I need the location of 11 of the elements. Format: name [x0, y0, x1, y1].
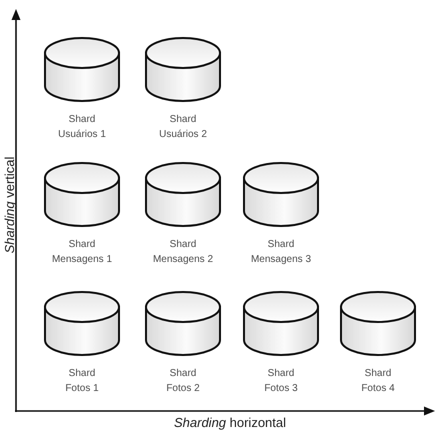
horizontal-axis-label: Sharding horizontal — [174, 415, 286, 431]
shard-label: Shard Fotos 2 — [165, 367, 201, 396]
vertical-axis-label: Sharding vertical — [2, 156, 18, 254]
shard-label: Shard Usuários 2 — [158, 113, 208, 142]
shard-label: Shard Usuários 1 — [57, 113, 107, 142]
shard-label: Shard Mensagens 3 — [250, 238, 312, 267]
shard-label: Shard Fotos 4 — [360, 367, 396, 396]
shard-label: Shard Mensagens 1 — [50, 238, 114, 267]
shard-label: Shard Fotos 1 — [64, 367, 100, 396]
shard-label: Shard Fotos 3 — [263, 367, 299, 396]
shard-label: Shard Mensagens 2 — [152, 238, 214, 267]
